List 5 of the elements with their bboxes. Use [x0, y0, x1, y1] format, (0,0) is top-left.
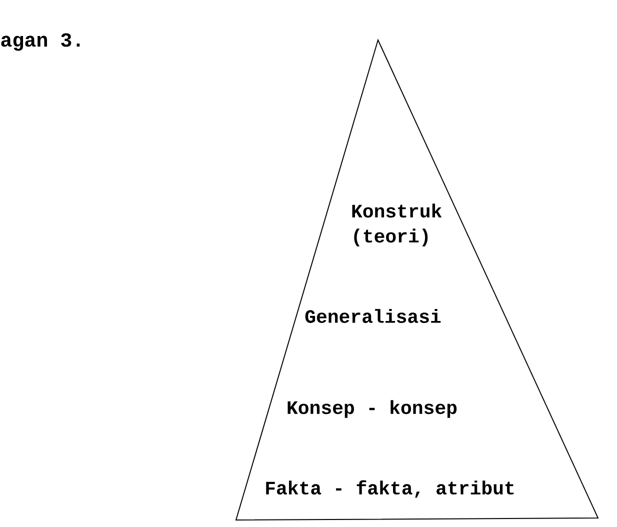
level-label: Fakta - fakta, atribut: [266, 480, 514, 498]
level-label: Konsep - konsep: [288, 400, 457, 418]
heading: agan 3.: [1, 33, 80, 51]
level-label: Konstruk (teori): [352, 204, 442, 246]
level-label: Generalisasi: [305, 309, 441, 323]
